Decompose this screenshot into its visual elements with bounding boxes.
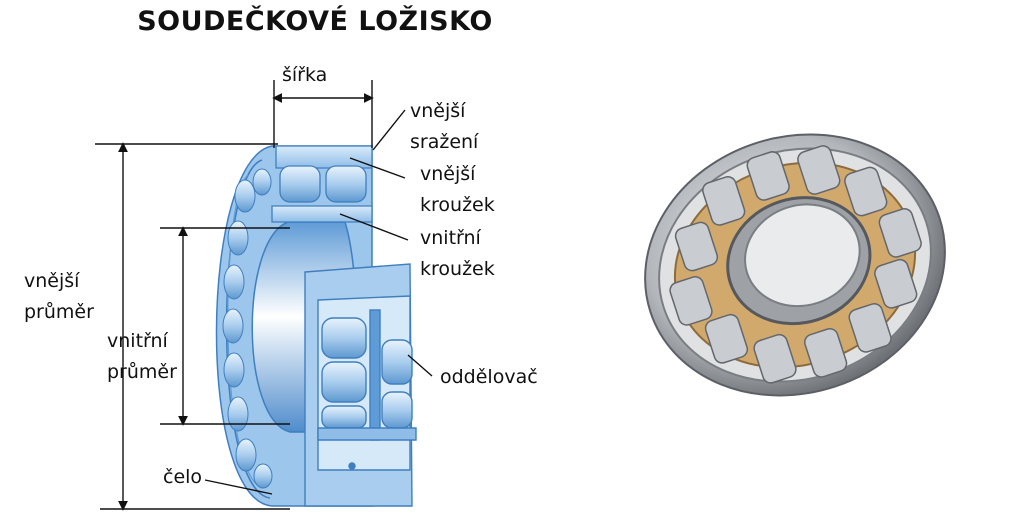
outer-ring-label: vnější kroužek	[420, 163, 495, 216]
diagram-title: SOUDEČKOVÉ LOŽISKO	[137, 6, 493, 37]
width-label: šířka	[282, 64, 328, 86]
side-rollers	[222, 168, 273, 489]
inner-diameter-label: vnitřní průměr	[107, 330, 177, 383]
outer-chamfer-label: vnější sražení	[410, 100, 479, 153]
separator-label: oddělovač	[440, 366, 538, 388]
face-label: čelo	[163, 466, 203, 488]
inner-ring-label: vnitřní kroužek	[420, 227, 495, 280]
top-section	[271, 145, 373, 223]
outer-diameter-label: vnější průměr	[24, 270, 94, 323]
cutaway-block	[304, 263, 417, 507]
